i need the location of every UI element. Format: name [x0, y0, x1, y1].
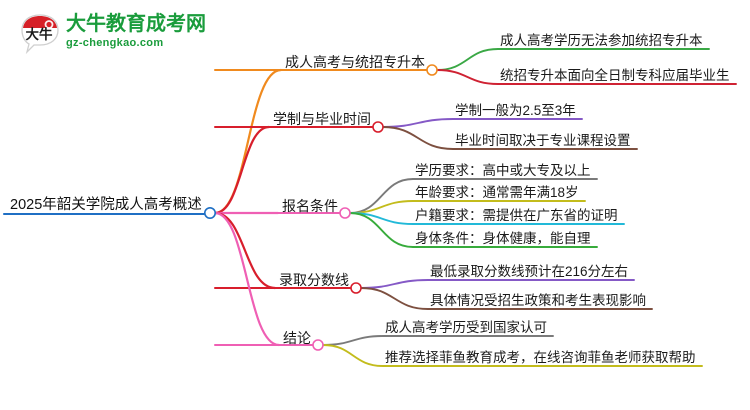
leaf-label-0-0: 成人高考学历无法参加统招专升本: [500, 33, 703, 48]
logo-text-group: 大牛教育成考网 gz-chengkao.com: [66, 12, 206, 50]
branch-node-1[interactable]: [372, 121, 384, 133]
branch-label-1: 学制与毕业时间: [273, 111, 371, 127]
branch-label-4: 结论: [283, 330, 311, 346]
logo-domain: gz-chengkao.com: [66, 37, 164, 49]
leaf-label-2-2: 户籍要求：需提供在广东省的证明: [415, 208, 618, 223]
leaf-label-1-0: 学制一般为2.5至3年: [455, 103, 576, 118]
branch-node-0[interactable]: [426, 64, 438, 76]
branch-label-3: 录取分数线: [279, 272, 349, 288]
branch-label-0: 成人高考与统招专升本: [285, 54, 425, 70]
leaf-label-3-1: 具体情况受招生政策和考生表现影响: [430, 293, 646, 308]
leaf-label-3-0: 最低录取分数线预计在216分左右: [430, 264, 629, 279]
root-node[interactable]: [204, 207, 217, 220]
leaf-label-2-0: 学历要求：高中或大专及以上: [415, 163, 591, 178]
site-logo[interactable]: 大牛 大牛教育成考网 gz-chengkao.com: [18, 10, 248, 60]
leaf-label-2-3: 身体条件：身体健康，能自理: [415, 231, 591, 246]
leaf-label-2-1: 年龄要求：通常需年满18岁: [415, 185, 579, 200]
leaf-label-4-0: 成人高考学历受到国家认可: [385, 320, 547, 335]
leaf-label-0-1: 统招专升本面向全日制专科应届毕业生: [500, 68, 730, 83]
logo-mark-text: 大牛: [26, 26, 53, 42]
logo-title: 大牛教育成考网: [66, 13, 206, 35]
branch-node-2[interactable]: [339, 207, 351, 219]
branch-label-2: 报名条件: [282, 198, 338, 214]
branch-node-4[interactable]: [312, 339, 324, 351]
logo-mark-icon: 大牛: [21, 14, 59, 55]
leaf-label-4-1: 推荐选择菲鱼教育成考，在线咨询菲鱼老师获取帮助: [385, 350, 696, 365]
root-label: 2025年韶关学院成人高考概述: [10, 197, 202, 213]
leaf-label-1-1: 毕业时间取决于专业课程设置: [455, 133, 631, 148]
branch-node-3[interactable]: [350, 282, 362, 294]
